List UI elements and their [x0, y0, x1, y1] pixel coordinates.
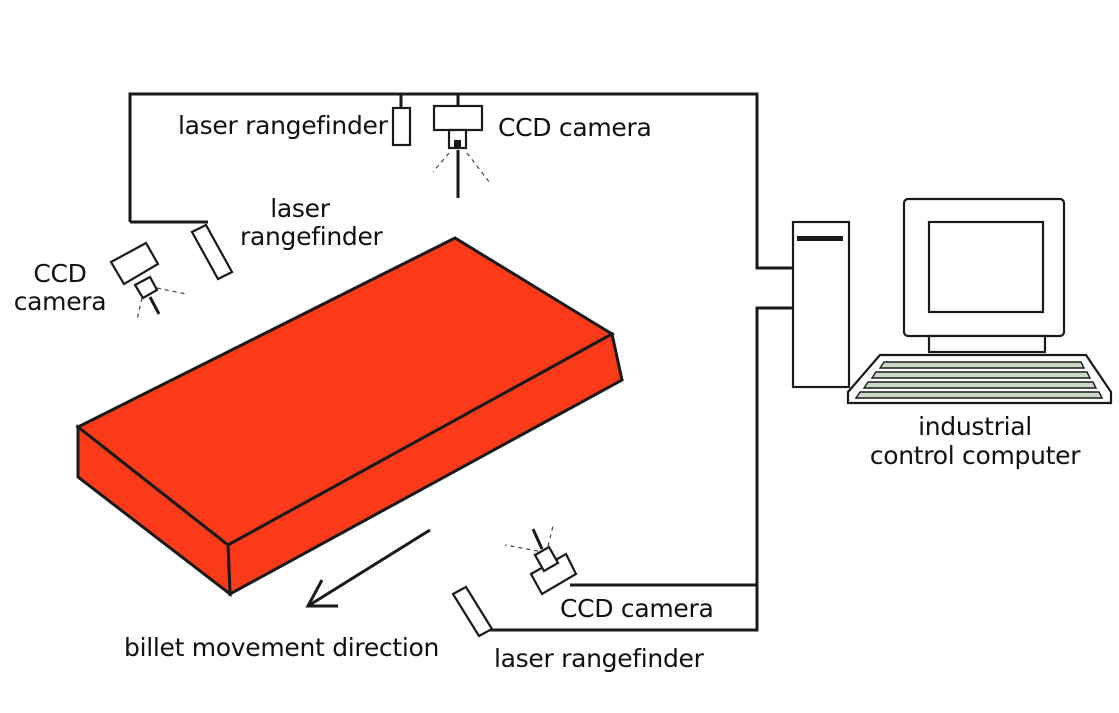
computer-monitor-icon	[902, 197, 1066, 354]
left-rangefinder-label-line1: laser	[270, 194, 330, 223]
left-camera-label-line1: CCD	[33, 259, 87, 288]
top-laser-rangefinder-icon	[391, 106, 412, 147]
left-camera-label-line2: camera	[13, 287, 107, 316]
top-ccd-camera-icon	[432, 104, 491, 198]
top-rangefinder-label: laser rangefinder	[178, 111, 388, 140]
bottom-ccd-camera-icon	[504, 525, 578, 596]
billet-slab	[75, 236, 624, 598]
bottom-camera-label: CCD camera	[560, 594, 714, 623]
bottom-rangefinder-label: laser rangefinder	[494, 644, 704, 673]
computer-label-line2: control computer	[869, 441, 1081, 470]
computer-tower-icon	[791, 220, 851, 389]
top-camera-label: CCD camera	[498, 113, 652, 142]
computer-label-line1: industrial	[918, 412, 1032, 441]
movement-arrow-icon	[305, 528, 431, 608]
left-laser-rangefinder-icon	[190, 223, 234, 281]
left-rangefinder-label-line2: rangefinder	[240, 222, 383, 251]
signal-wiring	[128, 92, 793, 632]
bottom-laser-rangefinder-icon	[451, 585, 494, 638]
left-ccd-camera-icon	[109, 241, 187, 321]
computer-keyboard-icon	[846, 353, 1113, 405]
movement-direction-label: billet movement direction	[124, 633, 440, 662]
